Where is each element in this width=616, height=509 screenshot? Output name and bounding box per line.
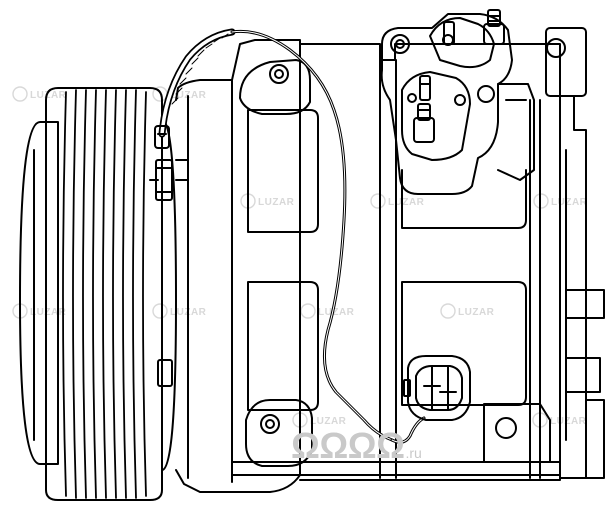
watermark-logo-text: LUZAR [310,416,347,427]
mount-hole [390,34,410,54]
electrical-connector [403,355,471,421]
clutch-plate [19,121,59,465]
manifold-block [380,13,513,195]
fitting-stud-upper [443,9,505,45]
watermark-logo: LUZAR [370,193,425,209]
pulley-body [45,87,163,501]
watermark-logo: LUZAR [12,86,67,102]
mount-hole [269,64,289,84]
watermark-logo: LUZAR [440,303,495,319]
rear-cover [545,27,605,479]
mount-hole [260,414,280,434]
wire-sleeve-hatch [171,33,229,105]
pulley-grooves [62,89,147,499]
watermark-logo-text: LUZAR [388,197,425,208]
watermark-logo-text: LUZAR [458,307,495,318]
watermark-logo-text: LUZAR [30,307,67,318]
watermark-logo: LUZAR [300,303,355,319]
mount-hole [477,85,495,103]
mount-hole [546,38,566,58]
watermark-logo-text: LUZAR [258,197,295,208]
side-bracket [497,83,535,181]
bottom-mount-ear-right [483,403,551,463]
pulley [19,87,177,501]
wire-clip [154,125,170,149]
fitting-stud-lower [413,103,435,143]
top-mount-ear [239,59,311,115]
clutch-wire [154,28,426,444]
compressor-body [231,43,561,481]
bottom-mount-ear [245,399,313,467]
watermark-logo-text: LUZAR [551,197,588,208]
mount-hole [495,417,517,439]
watermark-logo-text: LUZAR [318,307,355,318]
watermark-logo: LUZAR [292,412,347,428]
watermark-logo: LUZAR [240,193,295,209]
fitting-stud-middle [419,75,431,101]
front-housing [149,39,301,493]
watermark-logo-text: LUZAR [30,90,67,101]
watermark-logo-text: LUZAR [550,416,587,427]
